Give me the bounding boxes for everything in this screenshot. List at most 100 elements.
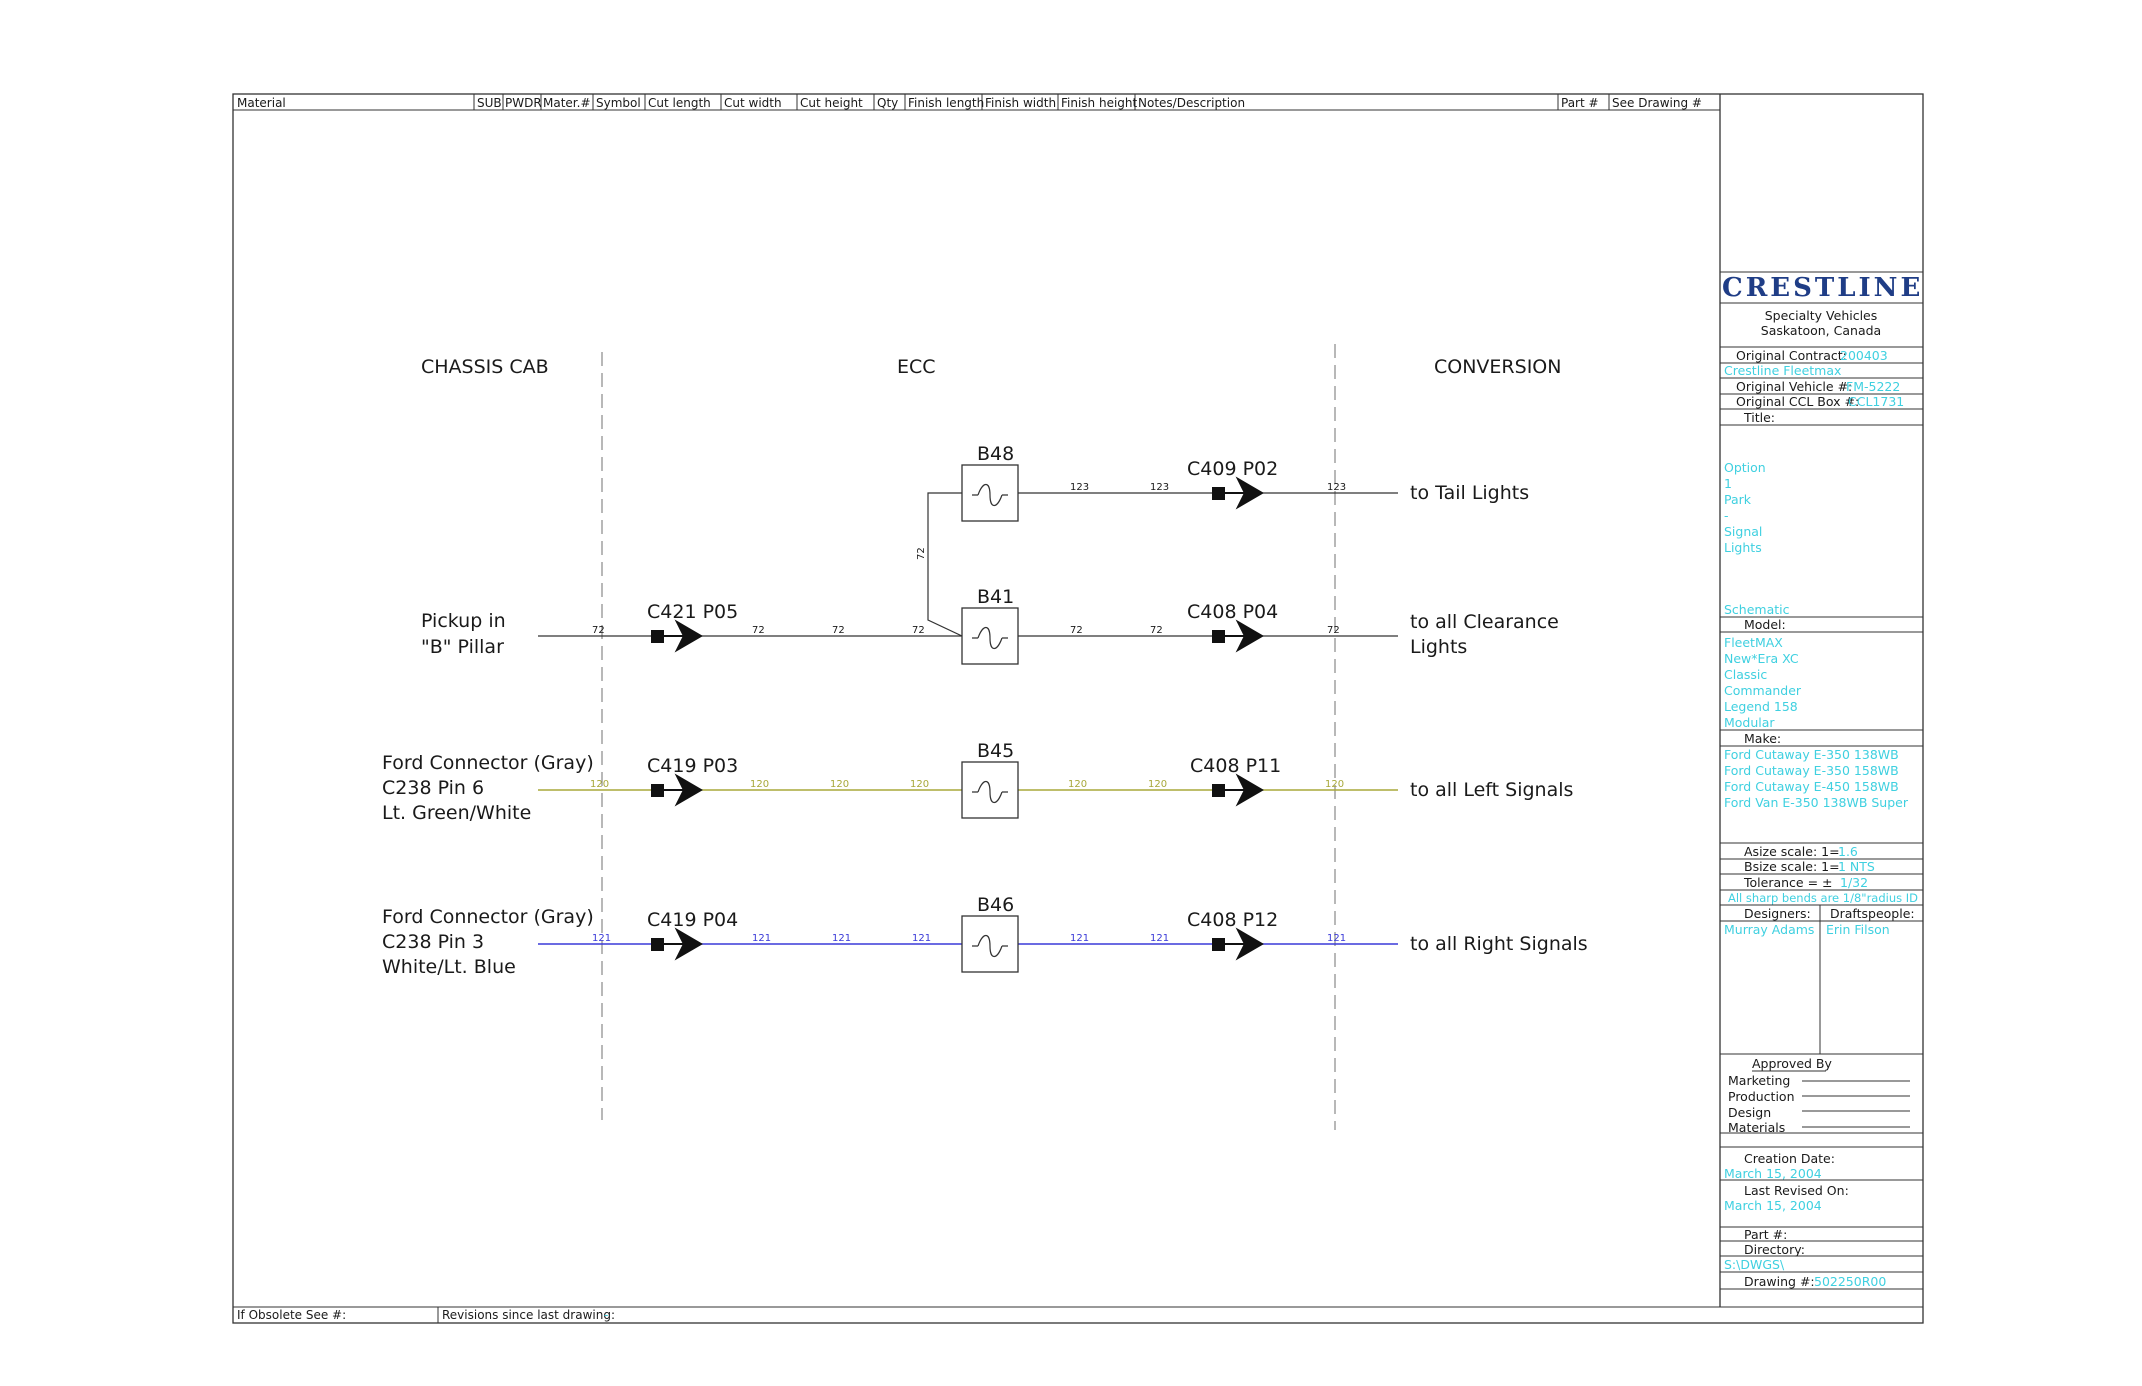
circuit-left-signals: B45 C419 P03 C408 P11 120 120 120 120 12… [382, 740, 1573, 824]
fuse-label-b48: B48 [977, 443, 1014, 465]
wire-72-jumper [927, 492, 963, 637]
source-right-line1: Ford Connector (Gray) [382, 906, 594, 928]
asize-value: 1.6 [1838, 844, 1858, 859]
wire-label-120: 120 [1068, 779, 1087, 790]
title-line-1: Option [1724, 460, 1766, 475]
title-line-4: - [1724, 508, 1729, 523]
creation-date-value: March 15, 2004 [1724, 1166, 1822, 1181]
wire-label-72: 72 [752, 625, 765, 636]
wire-label-123: 123 [1150, 482, 1169, 493]
wire-label-72: 72 [916, 547, 927, 560]
connector-c419-p04: C419 P04 [647, 909, 738, 931]
company-line1: Specialty Vehicles [1765, 308, 1878, 323]
connector-arrow-icon [664, 773, 703, 807]
wire-label-72: 72 [1327, 625, 1340, 636]
header-symbol: Symbol [596, 96, 641, 110]
creation-date-label: Creation Date: [1744, 1151, 1835, 1166]
wire-label-72: 72 [912, 625, 925, 636]
asize-label: Asize scale: 1= [1744, 844, 1840, 859]
wire-label-121: 121 [592, 933, 611, 944]
connector-plug-icon [651, 630, 664, 643]
connector-plug-icon [651, 784, 664, 797]
title-label: Title: [1743, 410, 1775, 425]
fuse-b48 [961, 464, 1019, 522]
source-left-line3: Lt. Green/White [382, 802, 531, 824]
title-line-5: Signal [1724, 524, 1762, 539]
header-cut-height: Cut height [800, 96, 863, 110]
source-pickup-line2: "B" Pillar [421, 636, 504, 658]
destination-tail-lights: to Tail Lights [1410, 482, 1529, 504]
connector-arrow-icon [1225, 476, 1264, 510]
source-left-line2: C238 Pin 6 [382, 777, 484, 799]
header-pwdr: PWDR [505, 96, 542, 110]
original-ccl-label: Original CCL Box #: [1736, 394, 1859, 409]
connector-c421-p05: C421 P05 [647, 601, 738, 623]
source-pickup-line1: Pickup in [421, 610, 506, 632]
approval-production: Production [1728, 1089, 1795, 1104]
make-2: Ford Cutaway E-350 158WB [1724, 763, 1899, 778]
wire-label-123: 123 [1327, 482, 1346, 493]
approval-materials: Materials [1728, 1120, 1785, 1135]
connector-plug-icon [1212, 487, 1225, 500]
product-name: Crestline Fleetmax [1724, 363, 1841, 378]
header-finish-height: Finish height [1061, 96, 1138, 110]
wire-label-72: 72 [1150, 625, 1163, 636]
header-mater: Mater.# [543, 96, 591, 110]
connector-arrow-icon [664, 927, 703, 961]
circuit-clearance-lights: B41 C421 P05 C408 P04 72 72 72 72 72 72 … [421, 586, 1559, 665]
wire-label-121: 121 [1150, 933, 1169, 944]
title-line-2: 1 [1724, 476, 1732, 491]
connector-arrow-icon [1225, 773, 1264, 807]
connector-c408-p11: C408 P11 [1190, 755, 1281, 777]
wire-label-123: 123 [1070, 482, 1089, 493]
header-finish-length: Finish length [908, 96, 984, 110]
designer-name: Murray Adams [1724, 922, 1814, 937]
draftsperson-name: Erin Filson [1826, 922, 1890, 937]
wire-label-121: 121 [1070, 933, 1089, 944]
model-6: Modular [1724, 715, 1775, 730]
make-label: Make: [1744, 731, 1781, 746]
approval-design: Design [1728, 1105, 1771, 1120]
company-line2: Saskatoon, Canada [1761, 323, 1881, 338]
approval-marketing: Marketing [1728, 1073, 1790, 1088]
title-subtitle: Schematic [1724, 602, 1790, 617]
wire-label-120: 120 [750, 779, 769, 790]
fuse-symbol-icon [972, 934, 1008, 958]
tolerance-label: Tolerance = ± [1743, 875, 1833, 890]
connector-c408-p12: C408 P12 [1187, 909, 1278, 931]
destination-clearance-line2: Lights [1410, 636, 1467, 658]
wire-label-120: 120 [830, 779, 849, 790]
connector-arrow-icon [1225, 619, 1264, 653]
title-block: CRESTLINE Specialty Vehicles Saskatoon, … [1720, 271, 1923, 1290]
source-right-line3: White/Lt. Blue [382, 956, 516, 978]
header-cut-length: Cut length [648, 96, 711, 110]
directory-value: S:\DWGS\ [1724, 1257, 1785, 1272]
wire-label-120: 120 [590, 779, 609, 790]
header-notes: Notes/Description [1138, 96, 1245, 110]
title-line-6: Lights [1724, 540, 1762, 555]
connector-plug-icon [1212, 938, 1225, 951]
make-1: Ford Cutaway E-350 138WB [1724, 747, 1899, 762]
wire-label-120: 120 [1325, 779, 1344, 790]
connector-arrow-icon [1225, 927, 1264, 961]
wire-label-120: 120 [1148, 779, 1167, 790]
wire-label-121: 121 [912, 933, 931, 944]
sheet-border [232, 93, 1924, 1324]
header-qty: Qty [877, 96, 898, 110]
part-label: Part #: [1744, 1227, 1787, 1242]
fuse-symbol-icon [972, 483, 1008, 507]
original-vehicle-value: FM-5222 [1846, 379, 1900, 394]
connector-plug-icon [651, 938, 664, 951]
crestline-logo: CRESTLINE [1722, 273, 1923, 303]
connector-c419-p03: C419 P03 [647, 755, 738, 777]
model-4: Commander [1724, 683, 1802, 698]
bsize-label: Bsize scale: 1= [1744, 859, 1840, 874]
footer-revisions: Revisions since last drawing: [442, 1308, 615, 1322]
directory-label: Directory: [1744, 1242, 1805, 1257]
connector-c409-p02: C409 P02 [1187, 458, 1278, 480]
section-conversion: CONVERSION [1434, 356, 1561, 378]
model-3: Classic [1724, 667, 1767, 682]
bsize-value: 1 NTS [1838, 859, 1875, 874]
circuit-tail-lights: B48 C409 P02 123 123 123 to Tail Lights [961, 443, 1529, 522]
